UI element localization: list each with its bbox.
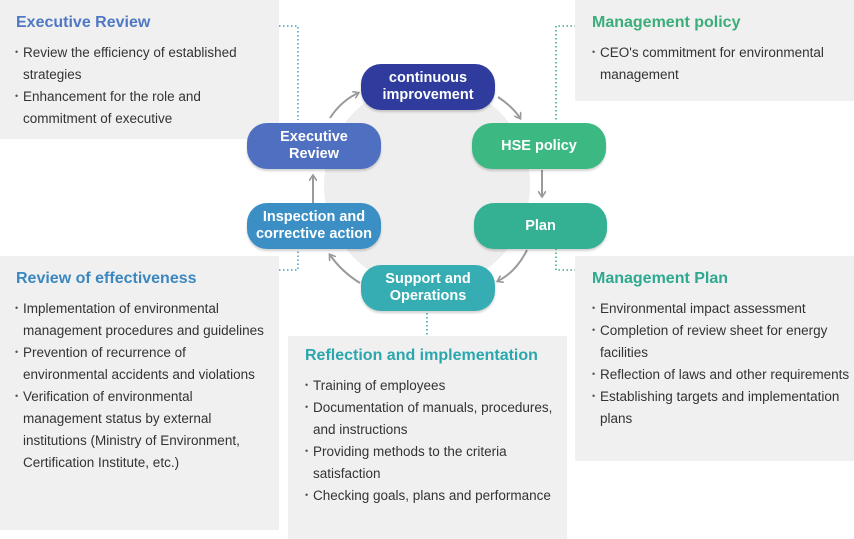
arrow-plan-to-support — [498, 249, 528, 281]
panel-executive-review: Executive Review Review the efficiency o… — [0, 0, 279, 139]
list-item: Checking goals, plans and performance — [305, 484, 563, 507]
panel-review-of-effectiveness: Review of effectiveness Implementation o… — [0, 256, 279, 530]
node-label-line2: Operations — [389, 288, 467, 304]
panel-list: Environmental impact assessment Completi… — [592, 297, 850, 430]
panel-list: CEO's commitment for environmental manag… — [592, 41, 850, 86]
list-item: Prevention of recurrence of environmenta… — [15, 341, 273, 386]
arrow-executive-to-improvement — [329, 93, 358, 119]
panel-title: Review of effectiveness — [16, 270, 197, 287]
node-label: Plan — [525, 217, 556, 234]
panel-title: Management Plan — [592, 270, 729, 287]
node-label-line1: Inspection and — [262, 209, 366, 225]
leader-management-plan — [555, 248, 576, 271]
arrow-improvement-to-hse — [497, 96, 520, 118]
node-hse-policy: HSE policy — [472, 123, 606, 169]
list-item: Reflection of laws and other requirement… — [592, 363, 850, 386]
list-item: Completion of review sheet for energy fa… — [592, 319, 850, 364]
panel-list: Training of employees Documentation of m… — [305, 374, 563, 507]
node-support-and-operations: Support and Operations — [361, 265, 495, 311]
panel-list: Implementation of environmental manageme… — [15, 297, 273, 474]
list-item: Enhancement for the role and commitment … — [15, 85, 273, 130]
node-label-line1: Support and — [385, 271, 471, 287]
cycle-center-circle — [324, 82, 530, 288]
panel-management-policy: Management policy CEO's commitment for e… — [575, 0, 854, 101]
list-item: Review the efficiency of established str… — [15, 41, 273, 86]
panel-title: Management policy — [592, 14, 741, 31]
node-label-line2: Review — [289, 146, 339, 162]
list-item: Documentation of manuals, procedures, an… — [305, 396, 563, 441]
list-item: CEO's commitment for environmental manag… — [592, 41, 850, 86]
panel-list: Review the efficiency of established str… — [15, 41, 273, 130]
node-label-line2: improvement — [382, 87, 474, 103]
node-label: HSE policy — [501, 137, 577, 154]
node-executive-review: Executive Review — [247, 123, 381, 169]
node-continuous-improvement: continuous improvement — [361, 64, 495, 110]
list-item: Establishing targets and implementation … — [592, 385, 850, 430]
node-label-line1: continuous — [388, 70, 468, 86]
leader-management-policy — [555, 25, 576, 120]
panel-management-plan: Management Plan Environmental impact ass… — [575, 256, 854, 461]
panel-title: Reflection and implementation — [305, 347, 538, 364]
node-label-line1: Executive — [280, 129, 348, 145]
node-label-line2: corrective action — [255, 226, 373, 242]
list-item: Training of employees — [305, 374, 563, 397]
panel-title: Executive Review — [16, 14, 151, 31]
panel-reflection-and-implementation: Reflection and implementation Training o… — [288, 336, 567, 539]
list-item: Providing methods to the criteria satisf… — [305, 440, 563, 485]
node-plan: Plan — [474, 203, 607, 249]
list-item: Environmental impact assessment — [592, 297, 850, 320]
list-item: Implementation of environmental manageme… — [15, 297, 273, 342]
node-inspection-and-corrective-action: Inspection and corrective action — [247, 203, 381, 249]
list-item: Verification of environmental management… — [15, 385, 273, 474]
arrow-support-to-inspection — [330, 255, 361, 284]
